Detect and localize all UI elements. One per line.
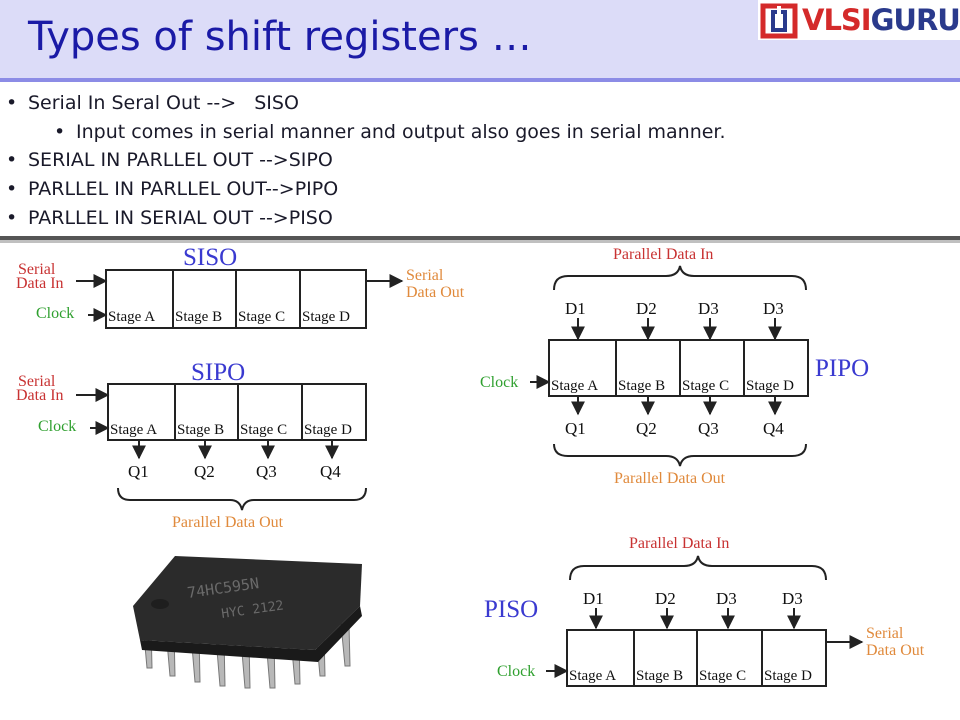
pipo-bus-out-label: Parallel Data Out bbox=[614, 470, 726, 487]
pipo-output-q2: Q2 bbox=[636, 419, 657, 438]
piso-stage-d: Stage D bbox=[764, 668, 812, 684]
header-underline bbox=[0, 78, 960, 82]
bullet-item-siso: •Serial In Seral Out --> SISO bbox=[6, 92, 299, 114]
bullet-item-pipo: •PARLLEL IN PARLLEL OUT-->PIPO bbox=[6, 178, 339, 200]
sipo-diagram: SIPO Serial Data In Clock Stage A Stage … bbox=[16, 359, 367, 531]
piso-stage-a: Stage A bbox=[569, 668, 616, 684]
sipo-clock-label: Clock bbox=[38, 418, 76, 435]
pipo-diagram: Parallel Data In D1 D2 D3 D3 Stage A Sta… bbox=[480, 246, 869, 487]
pipo-stage-d: Stage D bbox=[746, 378, 794, 394]
piso-clock-label: Clock bbox=[497, 663, 535, 680]
pipo-output-q3: Q3 bbox=[698, 419, 719, 438]
piso-output-label-2: Data Out bbox=[866, 642, 925, 659]
pipo-output-q1: Q1 bbox=[565, 419, 586, 438]
piso-output-label-1: Serial bbox=[866, 625, 904, 642]
siso-stage-a: Stage A bbox=[108, 309, 155, 325]
divider-shadow bbox=[0, 240, 960, 243]
sipo-output-q1: Q1 bbox=[128, 462, 149, 481]
shift-register-diagrams: SISO Serial Data In Clock Serial Data Ou… bbox=[16, 244, 925, 689]
siso-diagram: SISO Serial Data In Clock Serial Data Ou… bbox=[16, 244, 465, 329]
piso-title: PISO bbox=[484, 596, 538, 623]
siso-output-label-2: Data Out bbox=[406, 284, 465, 301]
pipo-input-d3: D3 bbox=[698, 299, 719, 318]
piso-bus-in-label: Parallel Data In bbox=[629, 535, 729, 552]
sipo-stage-a: Stage A bbox=[110, 422, 157, 438]
sipo-stage-b: Stage B bbox=[177, 422, 224, 438]
logo-text-vlsi: VLSI bbox=[802, 3, 872, 37]
bullet-subitem-siso-desc: •Input comes in serial manner and output… bbox=[54, 121, 726, 143]
pipo-output-q4: Q4 bbox=[763, 419, 784, 438]
logo-text-guru: GURU bbox=[870, 3, 960, 37]
pipo-input-d1: D1 bbox=[565, 299, 586, 318]
chip-body bbox=[133, 556, 362, 650]
bullet-item-sipo: •SERIAL IN PARLLEL OUT -->SIPO bbox=[6, 149, 333, 171]
logo-mark-icon bbox=[760, 3, 798, 39]
piso-stage-c: Stage C bbox=[699, 668, 746, 684]
pipo-input-bracket bbox=[553, 265, 807, 291]
sipo-output-q3: Q3 bbox=[256, 462, 277, 481]
slide-title: Types of shift registers … bbox=[28, 14, 532, 60]
piso-input-bracket bbox=[569, 555, 827, 581]
pipo-register-box bbox=[548, 339, 809, 397]
piso-diagram: Parallel Data In PISO D1 D2 D3 D3 Stage … bbox=[484, 535, 925, 687]
pipo-input-d2: D2 bbox=[636, 299, 657, 318]
sipo-bus-label: Parallel Data Out bbox=[172, 514, 284, 531]
bullet-item-piso: •PARLLEL IN SERIAL OUT -->PISO bbox=[6, 207, 333, 229]
siso-title: SISO bbox=[183, 244, 237, 271]
piso-input-d2: D2 bbox=[655, 589, 676, 608]
sipo-input-label-2: Data In bbox=[16, 387, 64, 404]
section-divider bbox=[0, 236, 960, 240]
piso-stage-b: Stage B bbox=[636, 668, 683, 684]
sipo-output-q4: Q4 bbox=[320, 462, 341, 481]
siso-clock-label: Clock bbox=[36, 305, 74, 322]
sipo-output-bracket bbox=[117, 487, 367, 511]
ic-chip-image: 74HC595N HYC 2122 bbox=[133, 556, 362, 689]
sipo-input-label-1: Serial bbox=[18, 373, 56, 390]
siso-input-label-2: Data In bbox=[16, 275, 64, 292]
vlsiguru-logo: VLSIGURU bbox=[758, 0, 960, 40]
pipo-stage-a: Stage A bbox=[551, 378, 598, 394]
sipo-stage-c: Stage C bbox=[240, 422, 287, 438]
sipo-stage-d: Stage D bbox=[304, 422, 352, 438]
siso-stage-d: Stage D bbox=[302, 309, 350, 325]
sipo-title: SIPO bbox=[191, 359, 245, 386]
pipo-clock-label: Clock bbox=[480, 374, 518, 391]
siso-output-label-1: Serial bbox=[406, 267, 444, 284]
pipo-stage-c: Stage C bbox=[682, 378, 729, 394]
siso-stage-b: Stage B bbox=[175, 309, 222, 325]
piso-input-d1: D1 bbox=[583, 589, 604, 608]
pipo-output-bracket bbox=[553, 443, 807, 467]
piso-input-d3: D3 bbox=[716, 589, 737, 608]
siso-stage-c: Stage C bbox=[238, 309, 285, 325]
siso-input-label-1: Serial bbox=[18, 261, 56, 278]
pipo-bus-in-label: Parallel Data In bbox=[613, 246, 713, 263]
pipo-input-d4: D3 bbox=[763, 299, 784, 318]
piso-input-d4: D3 bbox=[782, 589, 803, 608]
sipo-output-q2: Q2 bbox=[194, 462, 215, 481]
pipo-title: PIPO bbox=[815, 355, 869, 382]
pipo-stage-b: Stage B bbox=[618, 378, 665, 394]
